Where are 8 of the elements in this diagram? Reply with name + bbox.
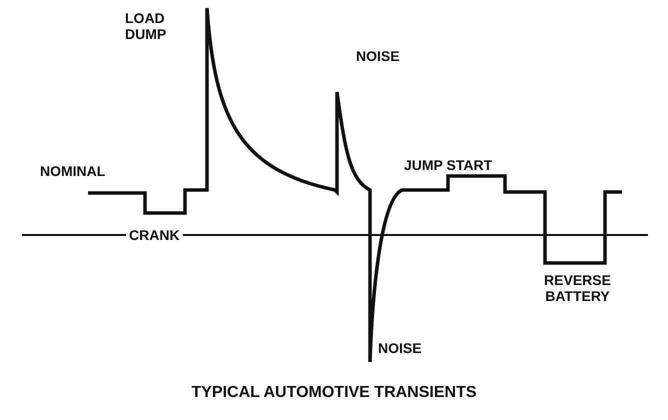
waveform-label: NOISE (356, 48, 400, 64)
waveform-label: LOAD DUMP (125, 10, 168, 42)
waveform-label: NOMINAL (40, 163, 106, 179)
waveform-label: REVERSE BATTERY (543, 272, 612, 304)
caption: TYPICAL AUTOMOTIVE TRANSIENTS (190, 384, 478, 402)
waveform-label: NOISE (378, 340, 422, 356)
waveform-label: JUMP START (404, 157, 492, 173)
waveform-label: CRANK (126, 227, 183, 243)
